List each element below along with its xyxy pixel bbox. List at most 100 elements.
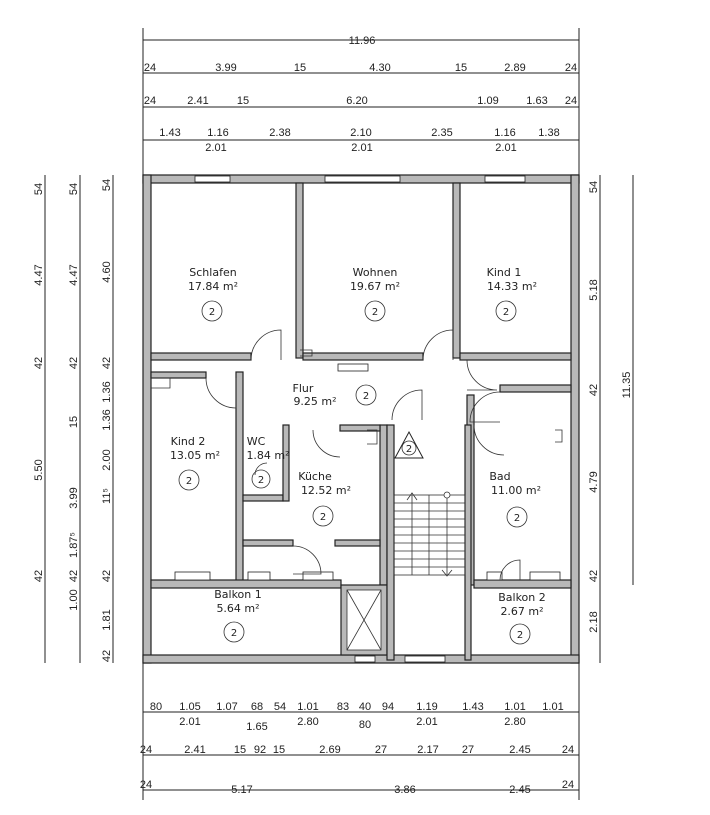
dim-label: 2.35 — [431, 127, 452, 139]
dim-label: 94 — [382, 701, 394, 713]
windows — [174, 175, 561, 663]
dim-label: 27 — [462, 744, 474, 756]
dim-label: 1.01 — [504, 701, 525, 713]
dim-label: 80 — [359, 719, 371, 731]
dim-label: 5.17 — [231, 784, 252, 796]
room-name: WC — [247, 435, 266, 448]
room-name: Flur — [293, 382, 314, 395]
room-area: 13.05 m² — [170, 449, 220, 462]
dim-label: 54 — [101, 179, 113, 191]
dim-label: 42 — [101, 357, 113, 369]
room-badge: 2 — [209, 307, 215, 318]
dim-label: 11.96 — [349, 35, 376, 47]
room-badge: 2 — [231, 628, 237, 639]
dim-label: 1.65 — [246, 721, 267, 733]
room-name: Wohnen — [353, 266, 398, 279]
dim-label: 24 — [144, 95, 156, 107]
dim-label: 4.47 — [68, 264, 80, 285]
room-labels: Schlafen 17.84 m² 2 Wohnen 19.67 m² 2 Ki… — [170, 266, 546, 645]
dim-label: 83 — [337, 701, 349, 713]
room-badge: 2 — [503, 307, 509, 318]
dim-label: 24 — [565, 95, 577, 107]
dim-label: 42 — [33, 357, 45, 369]
dim-label: 1.38 — [538, 127, 559, 139]
dim-label: 42 — [588, 570, 600, 582]
room-badge: 2 — [372, 307, 378, 318]
dim-label: 5.50 — [33, 459, 45, 480]
room-badge: 2 — [517, 630, 523, 641]
dim-label: 2.01 — [351, 142, 372, 154]
dim-label: 42 — [101, 650, 113, 662]
dim-label: 1.63 — [526, 95, 547, 107]
dim-label: 54 — [274, 701, 286, 713]
dim-label: 6.20 — [346, 95, 367, 107]
dim-label: 1.05 — [179, 701, 200, 713]
top-dimensions: 11.96 24 3.99 15 4.30 15 2.89 24 24 2.41… — [144, 35, 577, 154]
dim-label: 15 — [68, 416, 80, 428]
dim-label: 1.43 — [159, 127, 180, 139]
dim-label: 1.19 — [416, 701, 437, 713]
room-name: Balkon 2 — [498, 591, 546, 604]
dim-label: 2.18 — [588, 611, 600, 632]
dim-label: 54 — [588, 181, 600, 193]
room-name: Schlafen — [189, 266, 236, 279]
dim-label: 15 — [237, 95, 249, 107]
dim-label: 4.79 — [588, 471, 600, 492]
dim-label: 24 — [140, 744, 152, 756]
doors — [151, 329, 563, 581]
dim-label: 1.36 — [101, 381, 113, 402]
room-area: 9.25 m² — [293, 395, 336, 408]
dim-label: 1.81 — [101, 609, 113, 630]
dim-label: 1.36 — [101, 409, 113, 430]
room-area: 17.84 m² — [188, 280, 238, 293]
dim-label: 42 — [68, 357, 80, 369]
dim-label: 3.86 — [394, 784, 415, 796]
right-dimensions: 54 5.18 42 4.79 42 2.18 11.35 — [588, 181, 633, 633]
dim-label: 80 — [150, 701, 162, 713]
room-badge: 2 — [258, 475, 264, 486]
dim-label: 1.16 — [207, 127, 228, 139]
dim-label: 15 — [294, 62, 306, 74]
dim-label: 2.01 — [495, 142, 516, 154]
dim-label: 54 — [33, 183, 45, 195]
dim-label: 4.60 — [101, 261, 113, 282]
dim-label: 42 — [588, 384, 600, 396]
dim-label: 1.01 — [297, 701, 318, 713]
dim-label: 2.89 — [504, 62, 525, 74]
room-badge: 2 — [363, 391, 369, 402]
dim-label: 2.41 — [184, 744, 205, 756]
dim-label: 3.99 — [68, 487, 80, 508]
dim-label: 24 — [144, 62, 156, 74]
room-name: Kind 1 — [487, 266, 522, 279]
dim-label: 2.10 — [350, 127, 371, 139]
dim-label: 2.69 — [319, 744, 340, 756]
dim-label: 2.80 — [297, 716, 318, 728]
room-area: 1.84 m² — [246, 449, 289, 462]
dim-label: 24 — [562, 744, 574, 756]
dim-label: 5.18 — [588, 279, 600, 300]
dim-label: 54 — [68, 183, 80, 195]
dim-label: 4.30 — [369, 62, 390, 74]
dim-label: 2.01 — [205, 142, 226, 154]
room-name: Kind 2 — [171, 435, 206, 448]
dim-label: 2.01 — [179, 716, 200, 728]
dim-label: 1.09 — [477, 95, 498, 107]
dim-label: 1.00 — [68, 589, 80, 610]
dim-label: 24 — [562, 779, 574, 791]
dim-label: 40 — [359, 701, 371, 713]
dim-label: 1.07 — [216, 701, 237, 713]
room-area: 5.64 m² — [216, 602, 259, 615]
dim-label: 24 — [565, 62, 577, 74]
room-name: Bad — [489, 470, 510, 483]
dim-label: 27 — [375, 744, 387, 756]
dim-label: 2.01 — [416, 716, 437, 728]
dim-label: 42 — [33, 570, 45, 582]
dim-label: 15 — [234, 744, 246, 756]
dim-label: 2.80 — [504, 716, 525, 728]
room-area: 12.52 m² — [301, 484, 351, 497]
stairs — [346, 430, 466, 651]
room-area: 19.67 m² — [350, 280, 400, 293]
room-area: 14.33 m² — [487, 280, 537, 293]
dim-label: 2.38 — [269, 127, 290, 139]
dim-label: 4.47 — [33, 264, 45, 285]
